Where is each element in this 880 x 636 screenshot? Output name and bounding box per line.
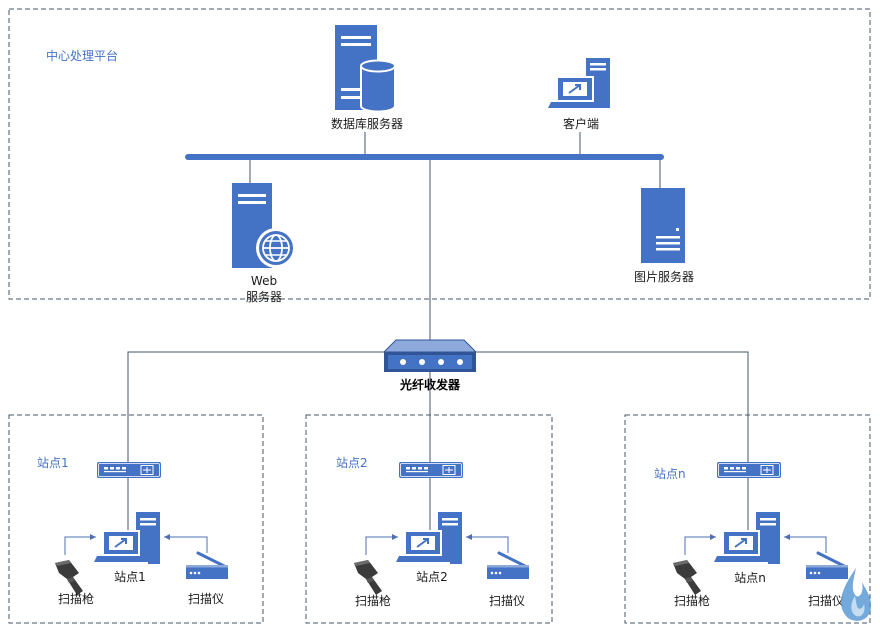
- barcode-gun-label: 扫描枪: [674, 593, 710, 608]
- pc-icon: [395, 511, 463, 565]
- database-server-icon: [335, 25, 396, 113]
- client-label: 客户端: [563, 116, 599, 131]
- web-server-icon: [232, 183, 296, 268]
- station-pc-label: 站点2: [416, 570, 448, 584]
- switch-icon: [716, 461, 782, 479]
- switch-icon: [398, 461, 464, 479]
- database-server-label: 数据库服务器: [331, 116, 403, 131]
- watermark-flame-icon: [841, 568, 872, 621]
- scanner-icon: [485, 551, 531, 581]
- station-zone: [8, 414, 264, 624]
- scanner-label: 扫描仪: [188, 592, 224, 606]
- center-platform-title: 中心处理平台: [46, 48, 118, 63]
- fiber-transceiver-icon: [382, 339, 478, 372]
- switch-icon: [96, 461, 162, 479]
- barcode-gun-icon: [354, 560, 382, 595]
- station-pc-label: 站点n: [734, 571, 766, 585]
- web-server-label-line2: 服务器: [246, 289, 282, 304]
- scanner-label: 扫描仪: [808, 594, 844, 608]
- station-zone: [305, 414, 553, 624]
- station-zone: [624, 414, 871, 624]
- barcode-gun-label: 扫描枪: [355, 593, 391, 608]
- image-server-label: 图片服务器: [634, 269, 694, 284]
- pc-icon: [713, 511, 781, 565]
- scanner-icon: [804, 551, 850, 581]
- web-server-label-line1: Web: [251, 274, 277, 288]
- pc-icon: [93, 511, 161, 565]
- scanner-label: 扫描仪: [489, 594, 525, 608]
- barcode-gun-icon: [673, 560, 701, 595]
- client-pc-icon: [548, 58, 610, 108]
- barcode-gun-icon: [55, 560, 83, 595]
- barcode-gun-label: 扫描枪: [58, 591, 94, 606]
- scanner-icon: [184, 551, 230, 581]
- image-server-icon: [641, 188, 685, 263]
- station-pc-label: 站点1: [114, 570, 146, 584]
- station-zone-label: 站点1: [37, 456, 69, 470]
- station-zone-label: 站点n: [654, 467, 686, 481]
- station-zone-label: 站点2: [336, 456, 368, 470]
- center-platform-zone: [8, 8, 871, 300]
